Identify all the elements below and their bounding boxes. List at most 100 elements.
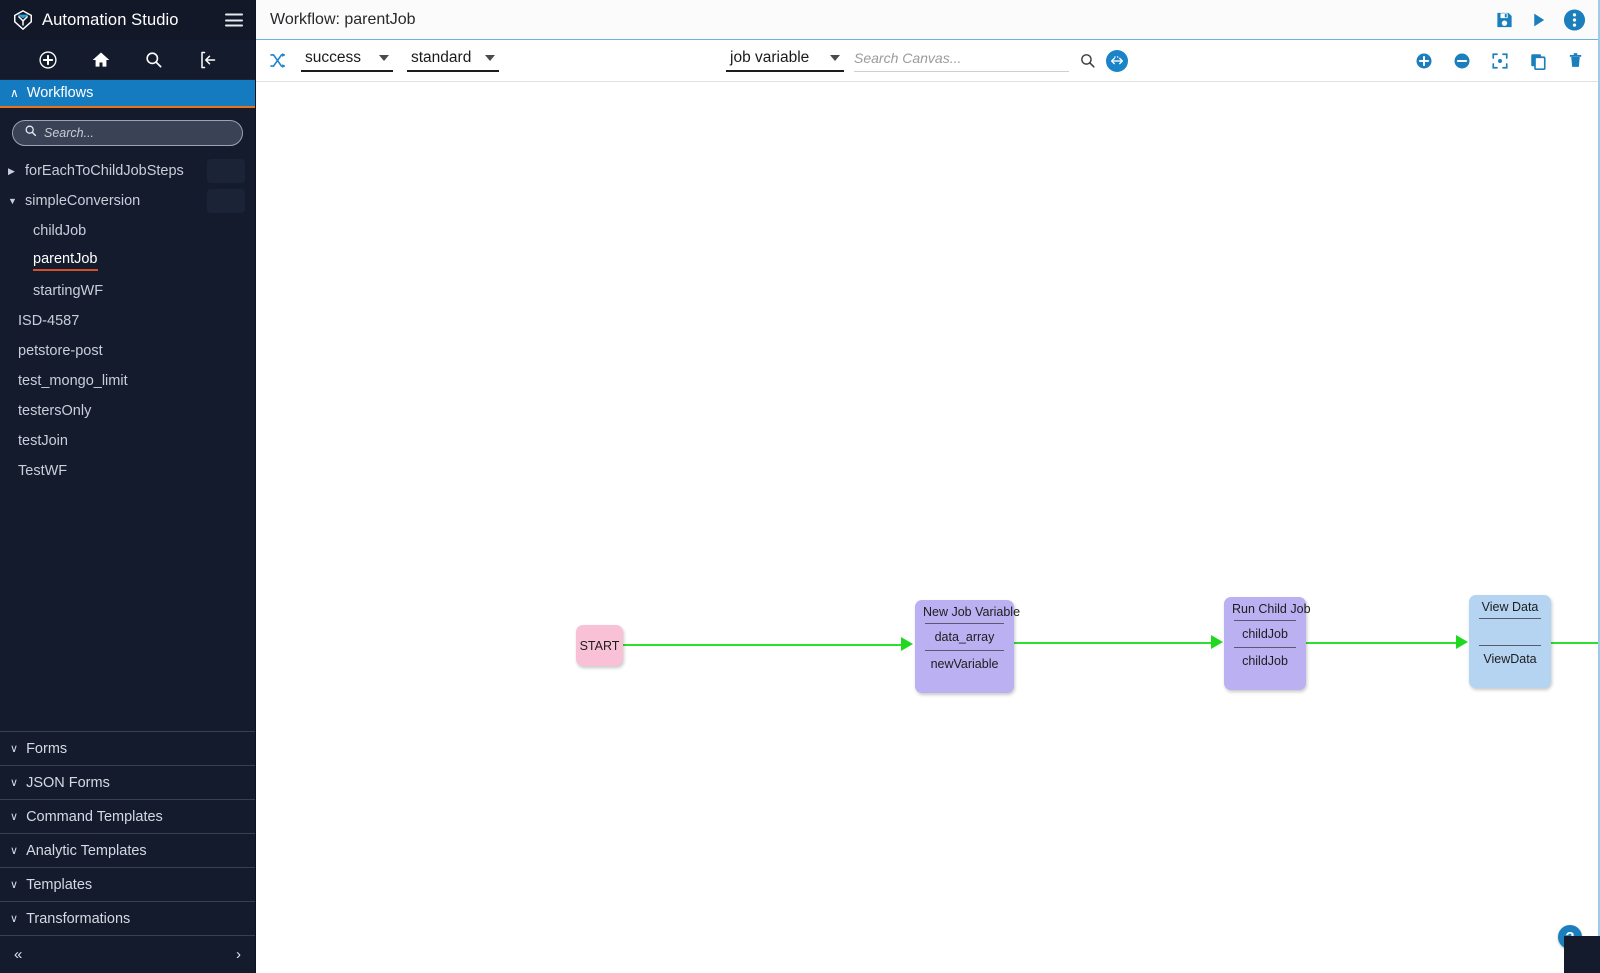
tree-item-testwf[interactable]: TestWF (0, 456, 255, 486)
toolbar-left-group: success standard (268, 49, 500, 72)
sidebar-pager: « › (0, 935, 255, 973)
sidebar-section-forms[interactable]: ∨ Forms (0, 731, 255, 765)
node-view-data[interactable]: View Data ViewData (1469, 595, 1551, 688)
node-row-empty (1469, 619, 1551, 645)
tree-item-label: simpleConversion (25, 193, 141, 209)
job-variable-select[interactable]: job variable (726, 49, 844, 72)
node-divider (1479, 618, 1541, 619)
copy-icon[interactable] (1529, 52, 1547, 70)
zoom-out-icon[interactable] (1453, 52, 1471, 70)
section-label: Analytic Templates (26, 842, 147, 859)
delete-icon[interactable] (1567, 52, 1584, 69)
sidebar-section-analytic-templates[interactable]: ∨ Analytic Templates (0, 833, 255, 867)
tree-item-testjoin[interactable]: testJoin (0, 426, 255, 456)
tree-item-petstore-post[interactable]: petstore-post (0, 336, 255, 366)
tree-item-label: testJoin (18, 433, 68, 449)
node-start[interactable]: START (576, 625, 623, 666)
home-icon[interactable] (90, 49, 112, 71)
section-label: Templates (26, 876, 93, 893)
add-circle-icon[interactable] (37, 49, 59, 71)
sidebar-section-transformations[interactable]: ∨ Transformations (0, 901, 255, 935)
tree-item-parentjob[interactable]: parentJob (0, 246, 255, 276)
tree-item-label: ISD-4587 (18, 313, 80, 329)
node-title: Run Child Job (1232, 602, 1311, 616)
pager-next-button[interactable]: › (236, 946, 241, 963)
edge-arrow-head (901, 637, 913, 651)
tree-item-foreachtochildjobsteps[interactable]: ▶ forEachToChildJobSteps (0, 156, 255, 186)
tree-item-testersonly[interactable]: testersOnly (0, 396, 255, 426)
chevron-down-icon: ▼ (8, 196, 17, 206)
node-row-name: ViewData (1483, 652, 1537, 666)
run-icon[interactable] (1530, 11, 1547, 28)
chevron-down-icon: ∨ (10, 811, 19, 823)
canvas-toolbar: success standard job variable (256, 40, 1598, 82)
edge-arrow-head (1456, 635, 1468, 649)
save-icon[interactable] (1495, 10, 1514, 29)
chevron-down-icon (830, 55, 840, 61)
node-divider (925, 623, 1004, 624)
tree-item-label: testersOnly (18, 403, 92, 419)
import-icon[interactable] (196, 49, 218, 71)
sidebar-section-workflows[interactable]: ∧ Workflows (0, 80, 255, 108)
shuffle-icon[interactable] (268, 51, 287, 70)
cube-logo-icon (12, 9, 34, 31)
pager-prev-button[interactable]: « (14, 946, 23, 963)
tree-item-label: parentJob (33, 251, 98, 271)
titlebar-actions (1495, 8, 1586, 31)
node-title: View Data (1481, 600, 1539, 614)
node-divider (1234, 620, 1296, 621)
hamburger-icon[interactable] (225, 13, 243, 27)
search-icon (24, 124, 37, 142)
node-row-name: childJob (1242, 654, 1288, 668)
search-icon[interactable] (143, 49, 165, 71)
sidebar-section-command-templates[interactable]: ∨ Command Templates (0, 799, 255, 833)
chevron-right-icon: ▶ (8, 165, 15, 176)
chevron-down-icon: ∨ (10, 913, 19, 925)
tree-item-label: startingWF (33, 283, 104, 299)
node-divider (925, 650, 1004, 651)
edge-runchildjob-to-viewdata (1306, 642, 1456, 644)
sidebar-search-box[interactable] (12, 120, 243, 146)
page-title: Workflow: parentJob (270, 10, 416, 28)
chevron-down-icon: ∨ (10, 845, 19, 857)
section-label: JSON Forms (26, 774, 110, 791)
tree-item-simpleconversion[interactable]: ▼ simpleConversion (0, 186, 255, 216)
tree-item-label: forEachToChildJobSteps (25, 163, 184, 179)
job-variable-select-value: job variable (730, 49, 810, 66)
node-run-child-job[interactable]: Run Child Job childJob childJob (1224, 597, 1311, 690)
node-row-job: childJob (1242, 627, 1288, 641)
tree-item-test-mongo-limit[interactable]: test_mongo_limit (0, 366, 255, 396)
expand-arrows-button[interactable] (1106, 49, 1128, 72)
tree-item-isd-4587[interactable]: ISD-4587 (0, 306, 255, 336)
fit-screen-icon[interactable] (1491, 52, 1509, 70)
edge-newjobvariable-to-runchildjob (1014, 642, 1211, 644)
more-options-icon[interactable] (1563, 8, 1586, 31)
canvas-search-field[interactable] (854, 49, 1069, 72)
tree-item-label: petstore-post (18, 343, 103, 359)
toolbar-right-group (1415, 52, 1584, 70)
status-select[interactable]: success (301, 49, 393, 72)
status-select-value: success (305, 49, 361, 66)
tree-item-label: TestWF (18, 463, 68, 479)
section-label: Forms (26, 740, 68, 757)
tree-item-startingwf[interactable]: startingWF (0, 276, 255, 306)
search-input[interactable] (44, 126, 231, 140)
tree-item-childjob[interactable]: childJob (0, 216, 255, 246)
search-icon[interactable] (1079, 52, 1096, 69)
node-row-variable: data_array (934, 630, 995, 644)
zoom-in-icon[interactable] (1415, 52, 1433, 70)
canvas-search-input[interactable] (854, 49, 1069, 66)
corner-strip (1564, 936, 1600, 973)
node-new-job-variable[interactable]: New Job Variable data_array newVariable (915, 600, 1020, 693)
type-select[interactable]: standard (407, 49, 500, 72)
workflow-canvas[interactable]: START New Job Variable data_array newVar… (256, 82, 1598, 973)
chevron-down-icon: ∨ (10, 743, 19, 755)
node-divider (1234, 647, 1296, 648)
workflow-titlebar: Workflow: parentJob (256, 0, 1598, 40)
node-title: START (579, 638, 620, 653)
sidebar-section-templates[interactable]: ∨ Templates (0, 867, 255, 901)
node-divider (1479, 645, 1541, 646)
chevron-down-icon (379, 55, 389, 61)
sidebar-section-json-forms[interactable]: ∨ JSON Forms (0, 765, 255, 799)
